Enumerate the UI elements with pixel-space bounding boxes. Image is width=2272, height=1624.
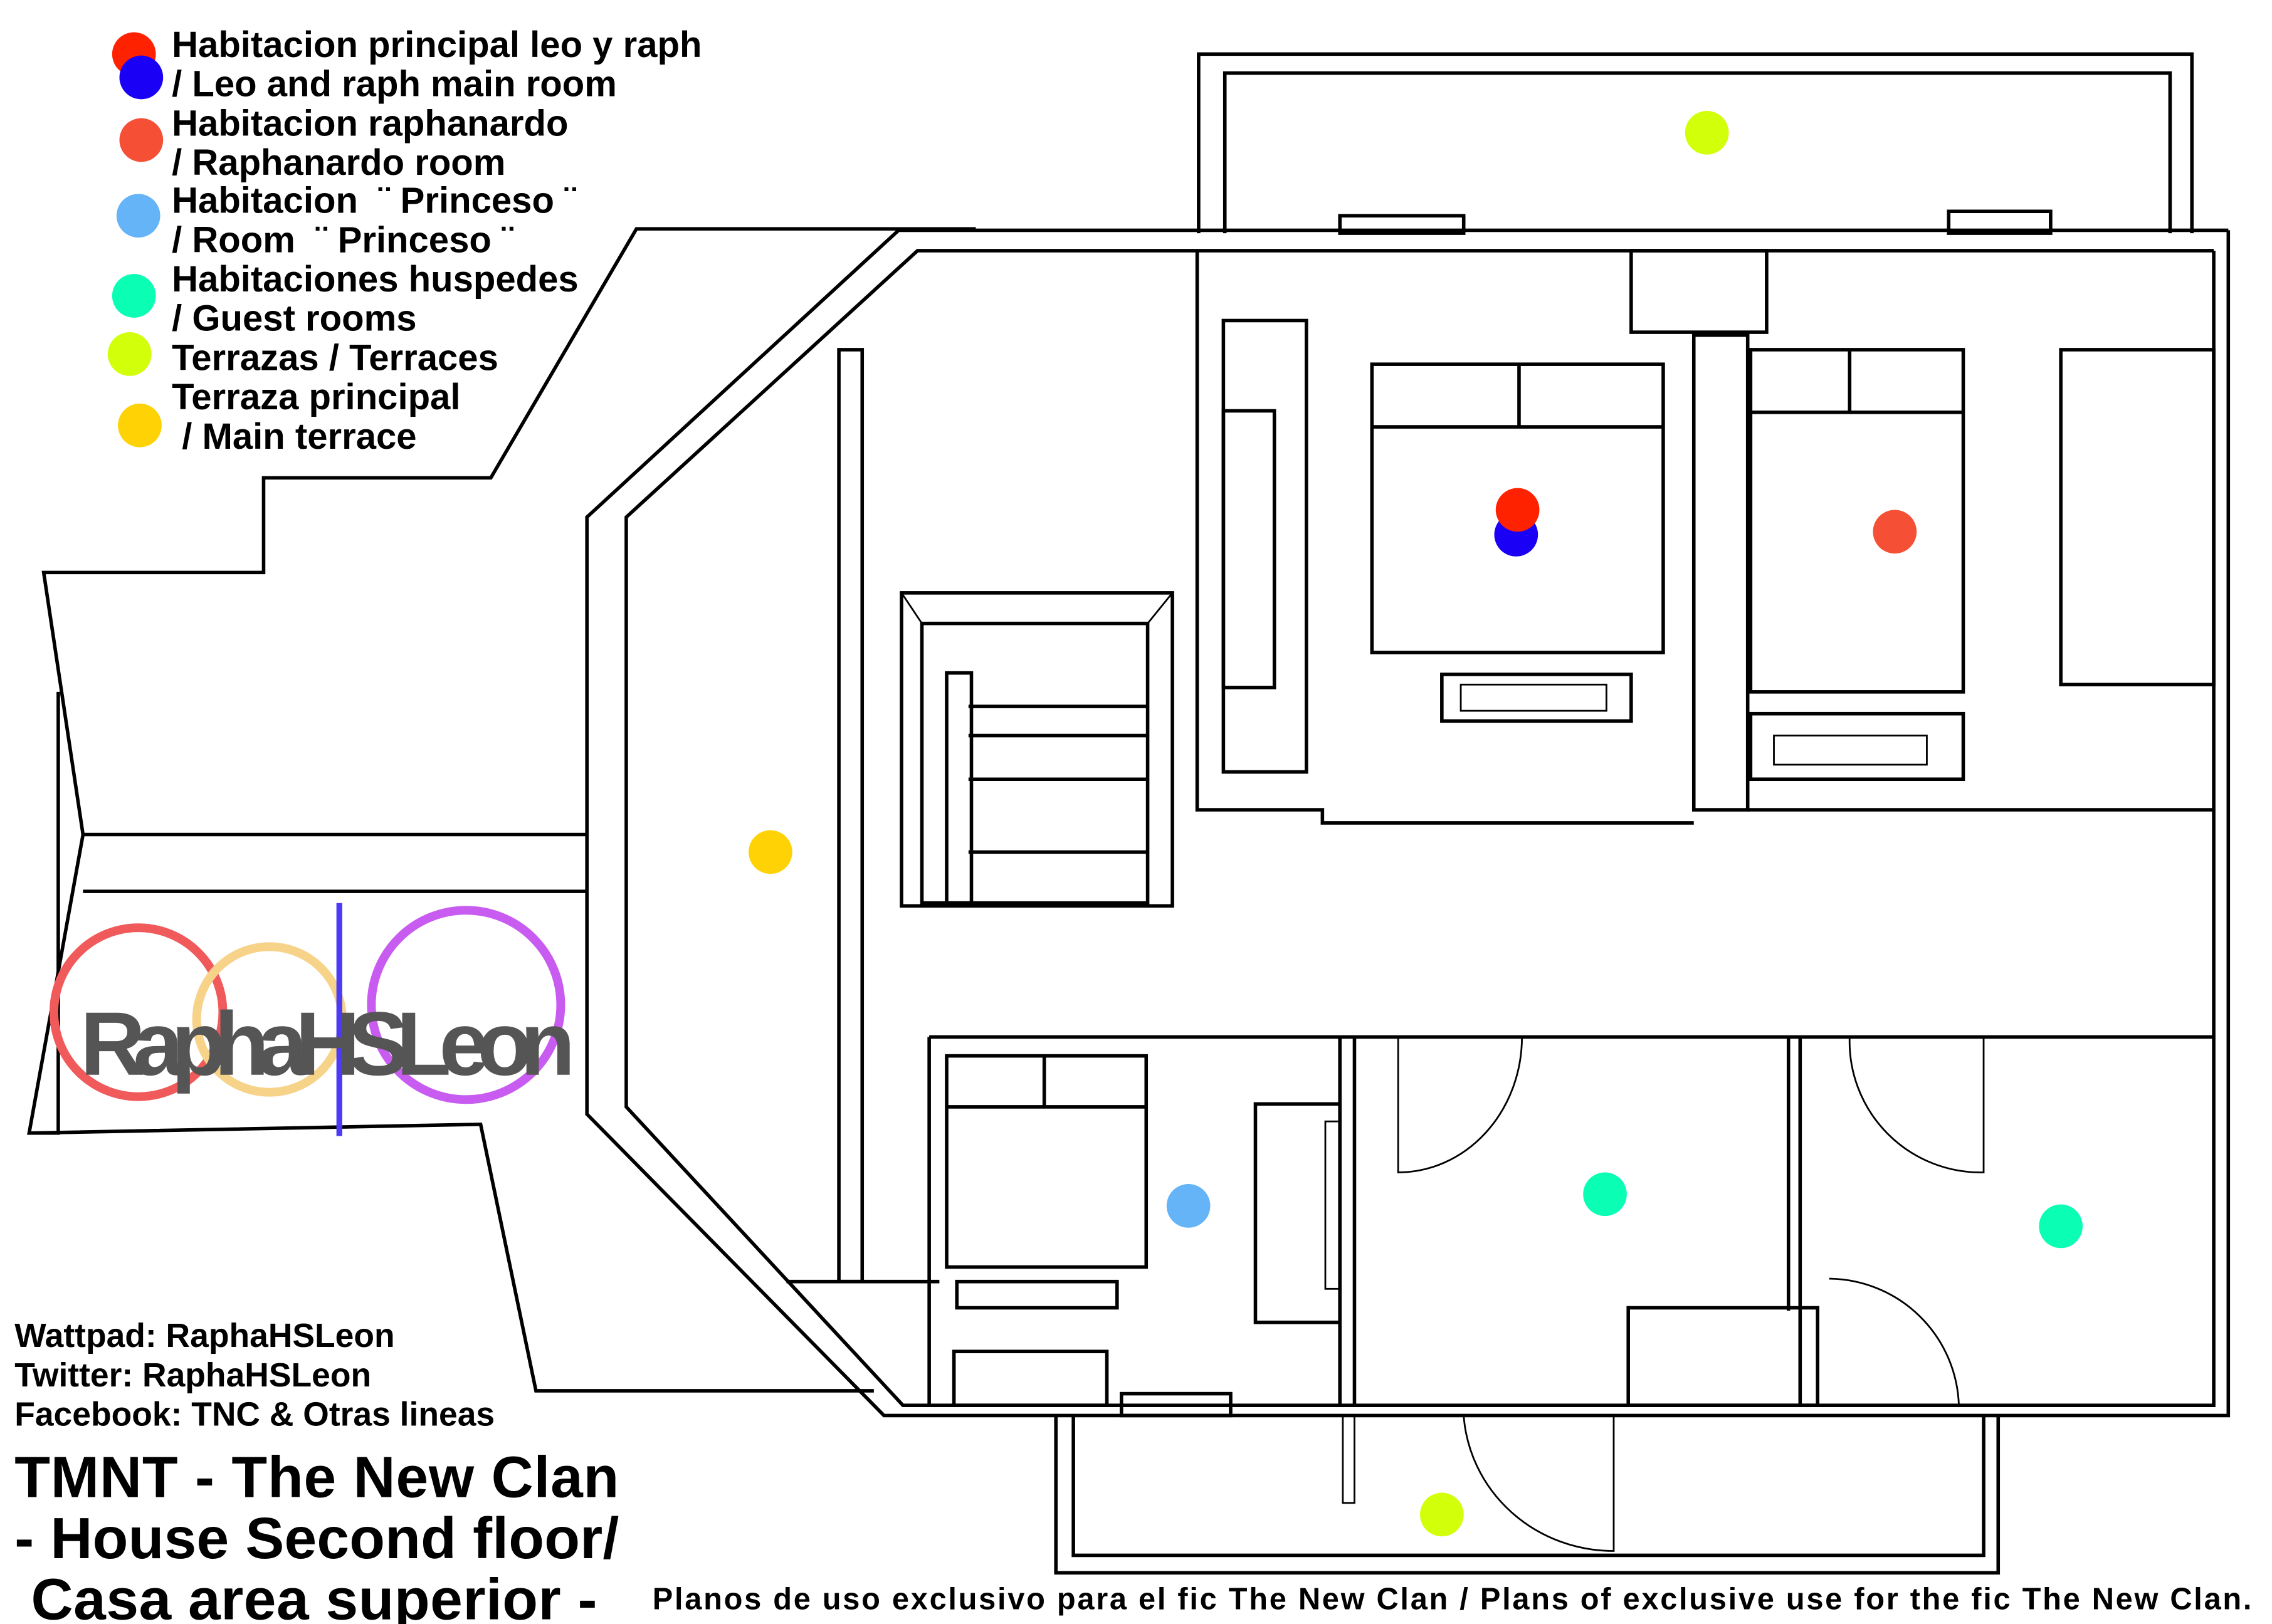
legend-princeso-line2: / Room ¨ Princeso ¨ — [172, 219, 513, 260]
title-line2: - House Second floor/ — [14, 1506, 619, 1571]
staircase — [900, 591, 1174, 908]
raphanardo-room — [1747, 348, 2216, 812]
legend-main-terrace-line1: Terraza principal — [172, 377, 460, 417]
credit-wattpad: Wattpad: RaphaHSLeon — [14, 1318, 394, 1354]
marker-terrace-bottom — [1420, 1492, 1464, 1537]
lower-rooms — [927, 1035, 2214, 1407]
legend-raphanardo-line2: / Raphanardo room — [172, 142, 505, 183]
legend-main-room-line1: Habitacion principal leo y raph — [172, 24, 702, 65]
legend-dot — [118, 403, 162, 448]
legend-guest-line2: / Guest rooms — [172, 298, 416, 339]
credit-twitter: Twitter: RaphaHSLeon — [14, 1357, 371, 1394]
legend: Habitacion principal leo y raph / Leo an… — [107, 24, 702, 457]
marker-main-terrace — [749, 830, 792, 874]
left-exterior-outline — [27, 227, 976, 1393]
credit-facebook: Facebook: TNC & Otras lineas — [14, 1396, 495, 1433]
svg-text:RaphaHSLeon: RaphaHSLeon — [80, 993, 576, 1094]
credits: Wattpad: RaphaHSLeon Twitter: RaphaHSLeo… — [14, 1318, 495, 1433]
raphahsleon-logo: RaphaHSLeon — [49, 903, 576, 1136]
legend-princeso-line1: Habitacion ¨ Princeso ¨ — [172, 181, 576, 221]
legend-guest-line1: Habitaciones huspedes — [172, 259, 579, 300]
marker-guest-2 — [2039, 1204, 2083, 1249]
legend-dot — [112, 274, 156, 318]
title-block: TMNT - The New Clan - House Second floor… — [14, 1445, 619, 1624]
marker-raphanardo — [1873, 510, 1917, 554]
legend-dot — [107, 332, 152, 376]
main-room — [1195, 249, 1769, 825]
footer-notice: Planos de uso exclusivo para el fic The … — [653, 1582, 2252, 1616]
marker-main-room-red — [1495, 488, 1540, 532]
title-line1: TMNT - The New Clan — [14, 1445, 619, 1510]
legend-dot — [119, 55, 164, 100]
top-terrace — [1197, 52, 2194, 235]
marker-princeso — [1166, 1184, 1211, 1228]
room-markers — [749, 110, 2083, 1537]
marker-guest-1 — [1583, 1172, 1627, 1217]
legend-terraces: Terrazas / Terraces — [172, 337, 498, 378]
house-walls — [585, 228, 2231, 1418]
legend-dot — [119, 118, 164, 162]
title-line3: Casa area superior - — [14, 1567, 597, 1624]
legend-dot — [116, 194, 160, 238]
legend-raphanardo-line1: Habitacion raphanardo — [172, 103, 568, 144]
bottom-terrace — [1054, 1391, 2001, 1575]
legend-main-terrace-line2: / Main terrace — [172, 416, 416, 457]
legend-main-room-line2: / Leo and raph main room — [172, 64, 617, 105]
marker-terrace-top — [1685, 110, 1729, 155]
